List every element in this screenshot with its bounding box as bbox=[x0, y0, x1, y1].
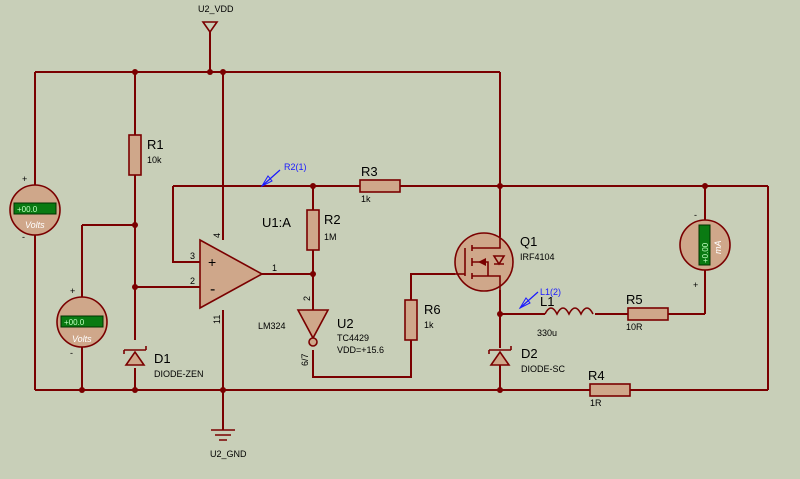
u2-value: TC4429 bbox=[337, 333, 369, 343]
u1-ref: U1:A bbox=[262, 215, 291, 230]
ammeter-unit: mA bbox=[713, 241, 723, 255]
voltmeter-2-plus: + bbox=[70, 286, 75, 296]
vdd-terminal[interactable]: U2_VDD bbox=[198, 4, 234, 34]
wires bbox=[34, 32, 769, 430]
d1-value: DIODE-ZEN bbox=[154, 369, 204, 379]
l1-value: 330u bbox=[537, 328, 557, 338]
probe-l1[interactable]: L1(2) bbox=[518, 287, 561, 310]
u2-pin-2: 2 bbox=[302, 296, 312, 301]
voltmeter-2[interactable]: +00.0 Volts + - bbox=[56, 286, 108, 358]
ammeter-minus: - bbox=[694, 210, 697, 220]
u1-minus-sign: - bbox=[210, 281, 215, 298]
junctions bbox=[79, 69, 708, 393]
r1-value: 10k bbox=[147, 155, 162, 165]
r5-ref: R5 bbox=[626, 292, 643, 307]
d1-ref: D1 bbox=[154, 351, 171, 366]
voltmeter-1-minus: - bbox=[22, 232, 25, 242]
resistor-r5[interactable]: R5 10R bbox=[626, 292, 669, 332]
q1-value: IRF4104 bbox=[520, 252, 555, 262]
resistor-r4[interactable]: R4 1R bbox=[588, 368, 631, 408]
r4-value: 1R bbox=[590, 398, 602, 408]
ammeter-reading: +0.00 bbox=[701, 242, 710, 263]
u1-pin-3: 3 bbox=[190, 251, 195, 261]
u1-plus-sign: + bbox=[208, 254, 216, 270]
u1-pin-4: 4 bbox=[212, 233, 222, 238]
u1-pin-11: 11 bbox=[212, 315, 222, 324]
r1-ref: R1 bbox=[147, 137, 164, 152]
u1-pin-1: 1 bbox=[272, 263, 277, 273]
r3-value: 1k bbox=[361, 194, 371, 204]
d2-value: DIODE-SC bbox=[521, 364, 566, 374]
l1-ref: L1 bbox=[540, 294, 554, 309]
voltmeter-1[interactable]: +00.0 Volts + - bbox=[9, 174, 61, 242]
r2-value: 1M bbox=[324, 232, 337, 242]
resistor-r1[interactable]: R1 10k bbox=[128, 134, 164, 176]
diode-d2[interactable]: D2 DIODE-SC bbox=[488, 346, 566, 374]
resistor-r3[interactable]: R3 1k bbox=[359, 164, 401, 204]
voltmeter-1-plus: + bbox=[22, 174, 27, 184]
mosfet-q1[interactable]: Q1 IRF4104 bbox=[454, 232, 555, 292]
r6-value: 1k bbox=[424, 320, 434, 330]
q1-ref: Q1 bbox=[520, 234, 537, 249]
d2-ref: D2 bbox=[521, 346, 538, 361]
u1-pin-2: 2 bbox=[190, 276, 195, 286]
r5-value: 10R bbox=[626, 322, 643, 332]
probe-l1-label: L1(2) bbox=[540, 287, 561, 297]
u2-pin-67: 6/7 bbox=[300, 353, 310, 366]
r3-ref: R3 bbox=[361, 164, 378, 179]
voltmeter-2-reading: +00.0 bbox=[64, 318, 85, 327]
voltmeter-2-minus: - bbox=[70, 348, 73, 358]
voltmeter-1-reading: +00.0 bbox=[17, 205, 38, 214]
voltmeter-1-unit: Volts bbox=[25, 220, 45, 230]
r6-ref: R6 bbox=[424, 302, 441, 317]
vdd-label: U2_VDD bbox=[198, 4, 234, 14]
ammeter-plus: + bbox=[693, 280, 698, 290]
gnd-label: U2_GND bbox=[210, 449, 247, 459]
resistor-r2[interactable]: R2 1M bbox=[306, 209, 341, 251]
probe-r2[interactable]: R2(1) bbox=[260, 162, 307, 188]
resistor-r6[interactable]: R6 1k bbox=[404, 299, 441, 341]
opamp-u1[interactable]: + - 3 2 1 4 11 U1:A LM324 bbox=[190, 215, 291, 331]
driver-u2[interactable]: 2 6/7 U2 TC4429 VDD=+15.6 bbox=[296, 296, 384, 366]
u2-ref: U2 bbox=[337, 316, 354, 331]
u2-vdd: VDD=+15.6 bbox=[337, 345, 384, 355]
r2-ref: R2 bbox=[324, 212, 341, 227]
u1-value: LM324 bbox=[258, 321, 286, 331]
voltmeter-2-unit: Volts bbox=[72, 334, 92, 344]
r4-ref: R4 bbox=[588, 368, 605, 383]
probe-r2-label: R2(1) bbox=[284, 162, 307, 172]
gnd-terminal[interactable]: U2_GND bbox=[210, 429, 247, 459]
inductor-l1[interactable]: L1 330u bbox=[537, 294, 594, 338]
diode-d1[interactable]: D1 DIODE-ZEN bbox=[123, 346, 204, 379]
ammeter[interactable]: +0.00 mA - + bbox=[679, 210, 731, 290]
